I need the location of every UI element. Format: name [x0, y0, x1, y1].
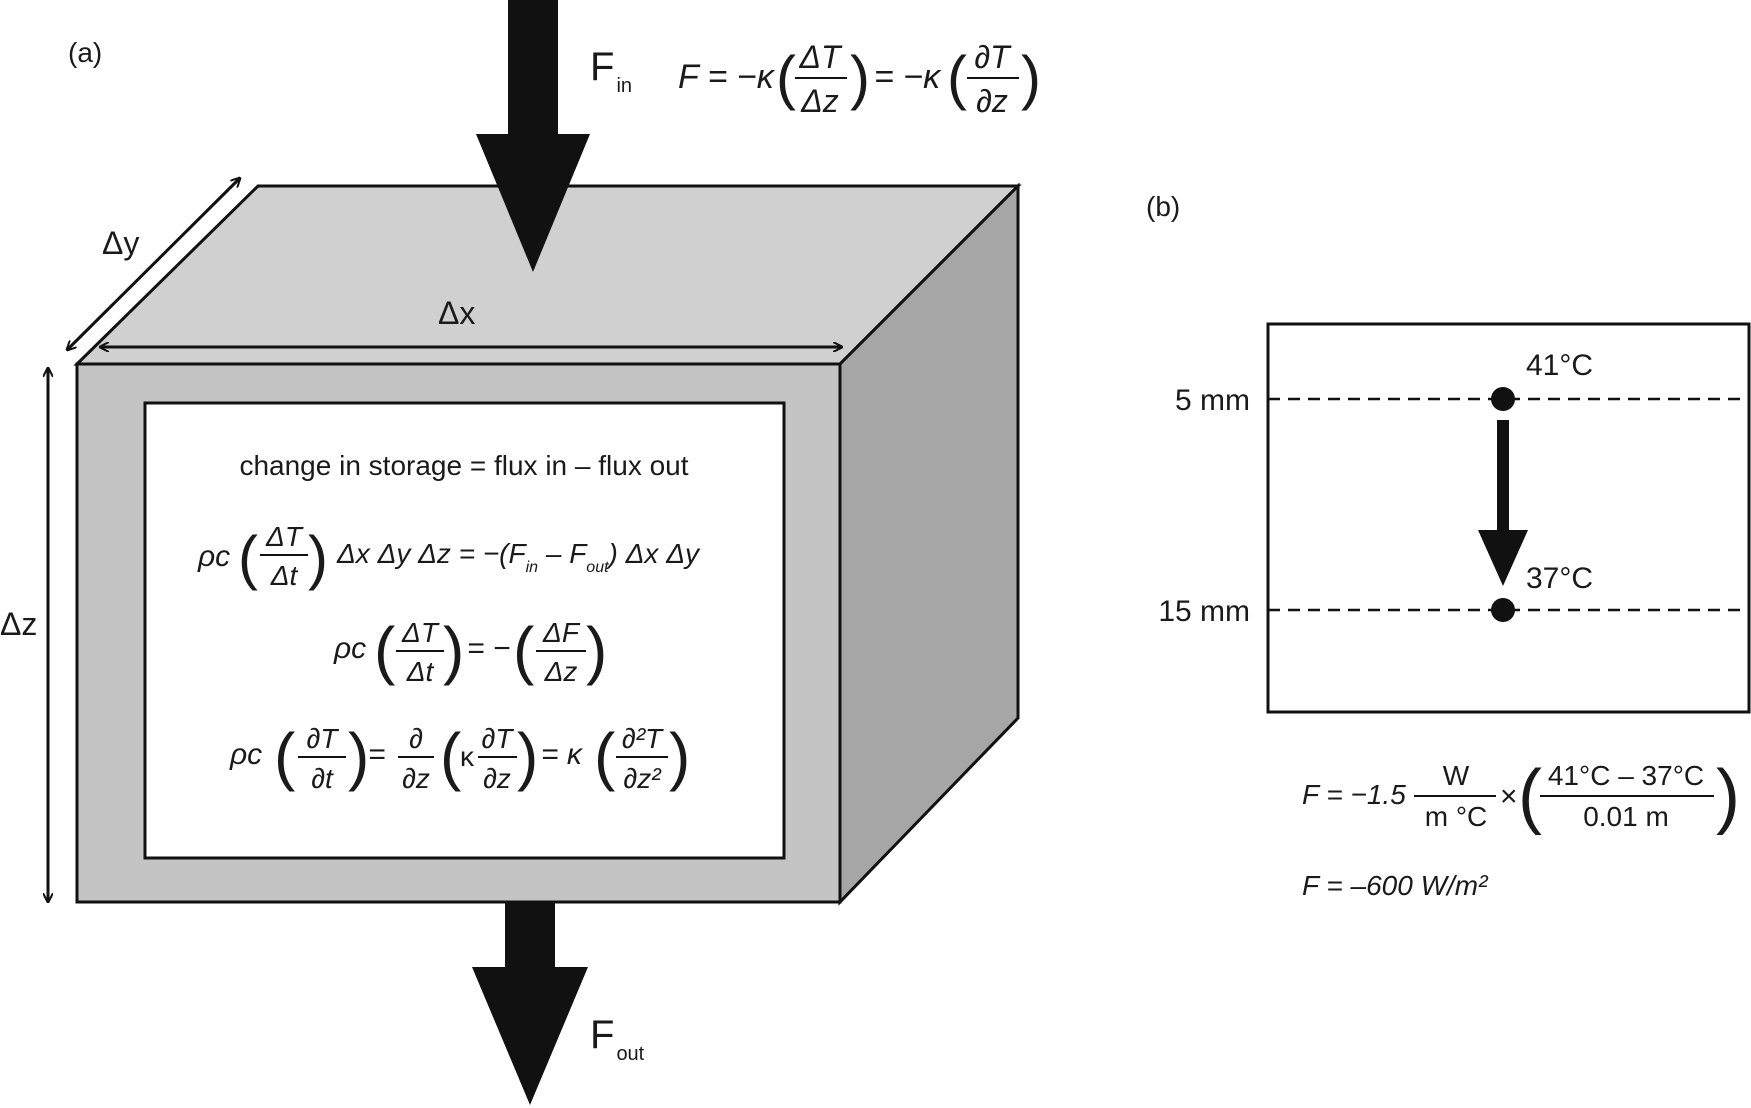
- depth-label-top: 5 mm: [1175, 384, 1250, 417]
- storage-equation-1: ρc ( ΔT Δt ) Δx Δy Δz = −(Fin – Fout) Δx…: [197, 521, 701, 591]
- svg-text:Δx Δy Δz = −(Fin – Fout) Δx Δy: Δx Δy Δz = −(Fin – Fout) Δx Δy: [336, 538, 701, 576]
- flux-law-equation: F = −κ ( ΔT Δz ) = −κ ( ∂T ∂z ): [678, 39, 1041, 119]
- svg-text:Δt: Δt: [406, 656, 435, 687]
- svg-text:∂: ∂: [409, 723, 423, 754]
- depth-label-bottom: 15 mm: [1158, 595, 1250, 628]
- svg-text:m °C: m °C: [1425, 801, 1488, 832]
- svg-text:): ): [517, 720, 538, 792]
- svg-text:): ): [348, 720, 369, 792]
- dim-y-label: Δy: [102, 225, 139, 261]
- svg-text:41°C – 37°C: 41°C – 37°C: [1548, 760, 1704, 791]
- svg-text:): ): [586, 614, 607, 686]
- svg-text:∂z: ∂z: [483, 763, 511, 794]
- svg-text:): ): [669, 720, 690, 792]
- svg-text:= −: = −: [467, 632, 510, 665]
- svg-text:(: (: [594, 720, 615, 792]
- svg-text:∂T: ∂T: [974, 39, 1012, 75]
- heat-flow-arrow: [1478, 420, 1528, 586]
- dim-y-arrow: [67, 178, 240, 350]
- svg-text:): ): [1021, 44, 1041, 111]
- dim-z-label: Δz: [0, 606, 37, 642]
- svg-text:=: =: [368, 738, 386, 771]
- equation-panel: [143, 401, 786, 860]
- svg-text:0.01 m: 0.01 m: [1583, 801, 1669, 832]
- svg-text:Δt: Δt: [270, 560, 299, 591]
- temp-label-top: 41°C: [1526, 349, 1593, 382]
- temp-point-bottom: [1491, 598, 1515, 622]
- svg-text:ΔT: ΔT: [265, 521, 304, 552]
- dim-x-label: Δx: [438, 295, 475, 331]
- svg-text:×: ×: [1500, 780, 1518, 813]
- svg-text:): ): [443, 614, 464, 686]
- svg-text:∂z: ∂z: [402, 763, 430, 794]
- panel-b-label: (b): [1146, 191, 1180, 222]
- temp-label-bottom: 37°C: [1526, 562, 1593, 595]
- svg-text:ρc: ρc: [197, 540, 230, 573]
- flux-out-arrow: [472, 903, 588, 1105]
- svg-text:κ: κ: [460, 741, 475, 772]
- svg-text:∂t: ∂t: [311, 763, 334, 794]
- temp-point-top: [1491, 387, 1515, 411]
- svg-text:Δz: Δz: [544, 656, 578, 687]
- storage-equation-2: ρc ( ΔT Δt ) = − ( ΔF Δz ): [333, 614, 607, 687]
- svg-text:∂T: ∂T: [307, 723, 340, 754]
- flux-result: F = –600 W/m²: [1302, 870, 1489, 901]
- flux-calculation: F = −1.5 W m °C × ( 41°C – 37°C 0.01 m ): [1302, 756, 1740, 836]
- svg-text:): ): [308, 524, 328, 591]
- svg-text:): ): [1716, 756, 1740, 836]
- svg-text:(: (: [1518, 756, 1542, 836]
- svg-text:ΔT: ΔT: [798, 39, 842, 75]
- storage-statement: change in storage = flux in – flux out: [239, 450, 688, 481]
- svg-text:(: (: [776, 44, 796, 111]
- flux-in-arrow: [476, 0, 590, 272]
- svg-text:= κ: = κ: [541, 738, 584, 771]
- storage-equation-3: ρc ( ∂T ∂t ) = ∂ ∂z ( κ ∂T ∂z ) = κ ( ∂²…: [229, 720, 690, 794]
- svg-text:Δz: Δz: [800, 83, 838, 119]
- svg-text:(: (: [238, 524, 258, 591]
- svg-text:∂²T: ∂²T: [622, 723, 664, 754]
- svg-text:(: (: [947, 44, 967, 111]
- svg-text:(: (: [374, 614, 395, 686]
- svg-text:): ): [850, 44, 870, 111]
- svg-text:ΔT: ΔT: [401, 617, 440, 648]
- svg-text:∂z²: ∂z²: [623, 763, 662, 794]
- svg-text:ΔF: ΔF: [542, 617, 581, 648]
- svg-text:ρc: ρc: [229, 738, 262, 771]
- svg-text:(: (: [440, 720, 461, 792]
- svg-text:= −κ: = −κ: [874, 58, 942, 96]
- svg-text:W: W: [1443, 760, 1470, 791]
- panel-a-label: (a): [68, 37, 102, 68]
- svg-text:F = −κ: F = −κ: [678, 58, 776, 96]
- svg-text:(: (: [513, 614, 534, 686]
- svg-text:ρc: ρc: [333, 632, 366, 665]
- svg-text:F = −1.5: F = −1.5: [1302, 779, 1406, 810]
- svg-text:(: (: [274, 720, 295, 792]
- svg-text:∂T: ∂T: [482, 723, 515, 754]
- svg-text:∂z: ∂z: [976, 83, 1008, 119]
